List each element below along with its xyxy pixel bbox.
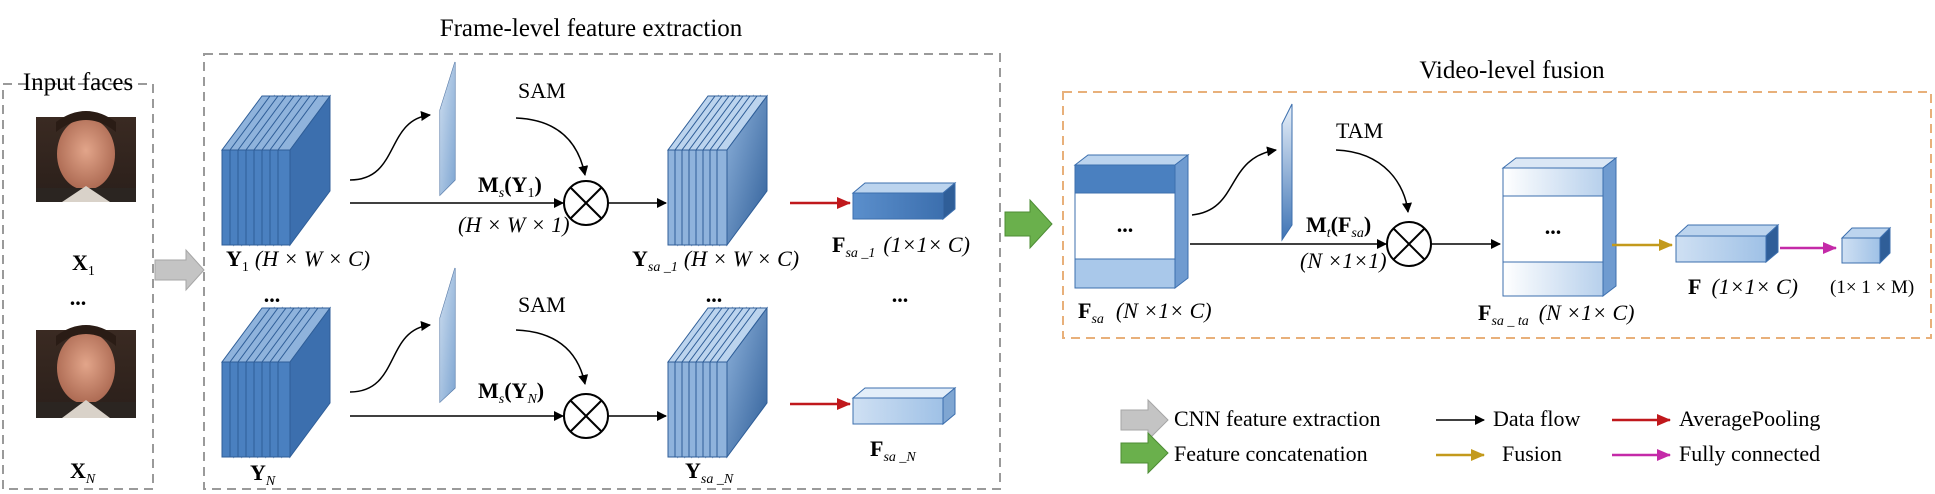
- feature-stack-yn: [221, 306, 331, 459]
- label-y1: Y1(H × W × C): [226, 246, 370, 275]
- stack-layer-front: [716, 149, 728, 246]
- legend-concat-label: Feature concatenation: [1174, 441, 1368, 466]
- frame-level-frame: [203, 53, 1001, 490]
- multiply-op-top: [563, 180, 609, 226]
- concat-arrow: [1004, 198, 1053, 250]
- curve-y1-to-sam: [349, 111, 431, 181]
- input-faces-title: Input faces: [23, 69, 133, 96]
- sam-map-top: [439, 61, 456, 197]
- label-ms-y1: Ms(Y1): [478, 172, 542, 201]
- label-ms-dims: (H × W × 1): [458, 212, 570, 237]
- sam-label-bottom: SAM: [518, 292, 566, 317]
- curve-sam-to-mult-bottom: [515, 329, 589, 385]
- block-fsata: [1501, 156, 1618, 298]
- label-xn: XN: [70, 458, 96, 487]
- curve-tam-to-mult: [1335, 149, 1412, 213]
- vector-f: [1674, 223, 1780, 264]
- stack-layer-front: [277, 361, 291, 458]
- tam-map: [1281, 103, 1293, 242]
- sam-map-bottom: [439, 267, 456, 404]
- curve-yn-to-sam: [349, 321, 431, 393]
- feature-stack-ysa1: [667, 94, 768, 247]
- cnn-extraction-arrow: [154, 248, 205, 292]
- legend-concat-icon: [1120, 431, 1169, 475]
- fsa-block-ellipsis: ...: [1117, 212, 1134, 237]
- tam-label: TAM: [1336, 118, 1383, 143]
- sam-label-top: SAM: [518, 78, 566, 103]
- multiply-op-video: [1386, 221, 1432, 267]
- input-ellipsis: ...: [70, 285, 87, 310]
- legend-fusion-label: Fusion: [1502, 441, 1562, 466]
- vector-output: [1840, 226, 1892, 265]
- stack-layer-front: [277, 149, 291, 246]
- vector-fsa1: [851, 181, 957, 221]
- label-fsa-block: Fsa(N ×1× C): [1078, 298, 1212, 327]
- stack-ellipsis: ...: [264, 282, 281, 307]
- vector-fsan: [851, 386, 957, 426]
- feature-stack-y1: [221, 94, 331, 247]
- video-level-frame: [1062, 91, 1932, 339]
- legend-dataflow-label: Data flow: [1493, 406, 1580, 431]
- input-faces-frame: [2, 83, 154, 490]
- label-fsata: Fsa _ ta(N ×1× C): [1478, 300, 1635, 329]
- label-fsan: Fsa _N: [870, 436, 916, 465]
- feature-stack-ysan: [667, 306, 768, 459]
- face-image-1: [36, 111, 136, 202]
- ysa-ellipsis: ...: [706, 282, 723, 307]
- fsata-block-ellipsis: ...: [1545, 214, 1562, 239]
- multiply-op-bottom: [563, 393, 609, 439]
- label-x1: X1: [72, 250, 95, 279]
- stack-layer-front: [716, 361, 728, 458]
- label-yn: YN: [250, 460, 276, 489]
- label-output: (1× 1 × M): [1830, 277, 1914, 298]
- video-level-title: Video-level fusion: [1419, 57, 1605, 84]
- legend-cnn-icon: [1120, 398, 1169, 442]
- curve-sam-to-mult-top: [515, 117, 589, 176]
- block-fsa: [1073, 153, 1190, 290]
- label-f: F(1×1× C): [1688, 274, 1798, 299]
- legend-avgpool-label: AveragePooling: [1679, 406, 1820, 431]
- label-fsa1: Fsa _1(1×1× C): [832, 232, 970, 261]
- label-ms-yn: Ms(YN): [478, 378, 544, 407]
- curve-fsa-to-tam: [1191, 146, 1277, 216]
- label-mt: Mt(Fsa): [1306, 212, 1371, 241]
- fsa-ellipsis: ...: [892, 282, 909, 307]
- legend-fc-label: Fully connected: [1679, 441, 1820, 466]
- face-image-n: [36, 325, 136, 418]
- frame-level-title: Frame-level feature extraction: [440, 15, 743, 42]
- label-ysa1: Ysa _1(H × W × C): [632, 246, 799, 275]
- label-mt-dims: (N ×1×1): [1300, 248, 1387, 273]
- label-ysan: Ysa _N: [685, 458, 734, 487]
- legend-cnn-label: CNN feature extraction: [1174, 406, 1380, 431]
